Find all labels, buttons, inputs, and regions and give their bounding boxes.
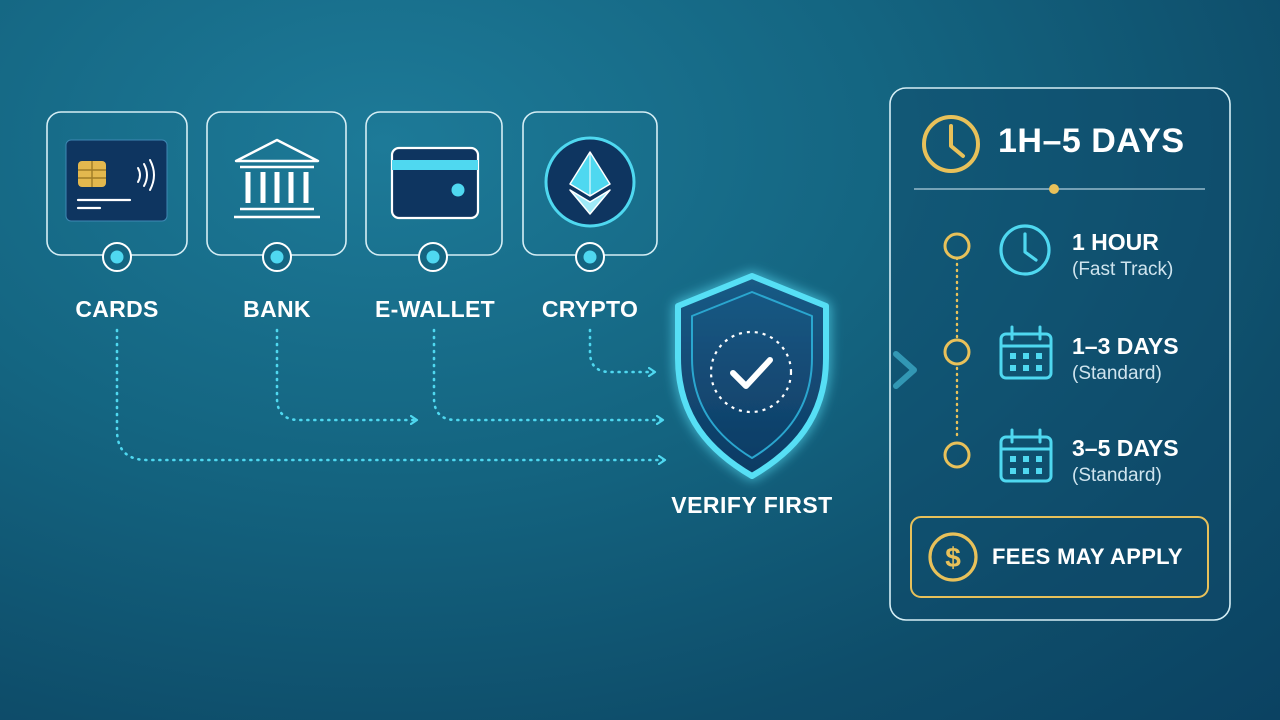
timeline-item-2-title: 1–3 DAYS bbox=[1072, 333, 1179, 359]
fees-label: FEES MAY APPLY bbox=[992, 544, 1183, 569]
timeline-panel: $ bbox=[889, 87, 1231, 621]
method-ewallet[interactable] bbox=[365, 111, 503, 272]
item-calendar-icon bbox=[999, 325, 1053, 380]
timeline-item-3-subtitle: (Standard) bbox=[1072, 465, 1162, 486]
ethereum-icon bbox=[544, 136, 636, 228]
method-cards[interactable] bbox=[46, 111, 188, 272]
connector-bank bbox=[275, 328, 416, 420]
connector-ewallet bbox=[432, 328, 662, 420]
timeline-item-2-subtitle: (Standard) bbox=[1072, 363, 1162, 384]
dollar-coin-icon: $ bbox=[928, 532, 978, 582]
timeline-item-3-title: 3–5 DAYS bbox=[1072, 435, 1179, 461]
shield-check-icon bbox=[675, 273, 829, 479]
credit-card-icon bbox=[65, 139, 168, 222]
method-label-bank: BANK bbox=[243, 296, 311, 322]
fees-box bbox=[910, 516, 1209, 598]
method-bank[interactable] bbox=[206, 111, 347, 272]
wallet-icon bbox=[390, 146, 480, 220]
panel-title: 1H–5 DAYS bbox=[998, 122, 1185, 160]
verify-shield bbox=[675, 273, 829, 479]
svg-text:$: $ bbox=[945, 542, 961, 573]
method-crypto[interactable] bbox=[522, 111, 658, 272]
arrow-to-timeline bbox=[826, 351, 917, 389]
item-calendar-icon-2 bbox=[999, 428, 1053, 483]
connector-crypto bbox=[588, 328, 654, 372]
panel-clock-icon bbox=[922, 115, 980, 173]
timeline-item-1-title: 1 HOUR bbox=[1072, 229, 1159, 255]
connector-lines bbox=[115, 328, 664, 460]
timeline-item-1-subtitle: (Fast Track) bbox=[1072, 259, 1174, 280]
method-label-ewallet: E-WALLET bbox=[375, 296, 495, 322]
connector-cards bbox=[115, 328, 664, 460]
method-label-cards: CARDS bbox=[75, 296, 159, 322]
verify-label: VERIFY FIRST bbox=[671, 492, 833, 518]
method-label-crypto: CRYPTO bbox=[541, 296, 639, 322]
item-clock-icon bbox=[999, 224, 1051, 276]
bank-icon bbox=[234, 138, 320, 219]
